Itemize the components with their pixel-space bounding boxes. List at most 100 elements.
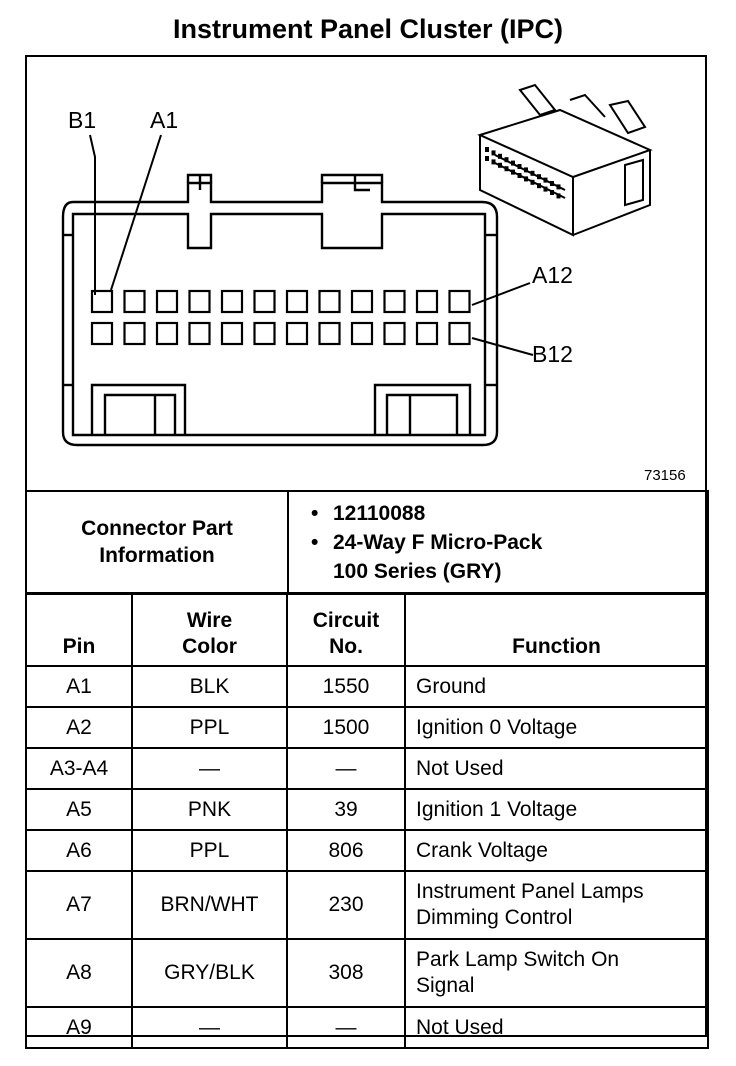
- table-row: A2 PPL 1500 Ignition 0 Voltage: [25, 706, 709, 749]
- pin-cavity: [220, 321, 244, 346]
- pin-cell: A1: [25, 665, 133, 708]
- iso-pin: [550, 190, 554, 195]
- header-circuit-line2: No.: [329, 635, 363, 658]
- pin-cavity: [383, 321, 406, 346]
- pin-cavity: [253, 321, 276, 346]
- bullet-icon: •: [311, 501, 319, 525]
- iso-pin: [498, 153, 502, 159]
- header-circuit-no: Circuit No.: [286, 593, 406, 667]
- wire-color-cell: GRY/BLK: [131, 938, 288, 1008]
- pin-cavity: [123, 321, 146, 346]
- pin-cavity: [318, 289, 341, 314]
- connector-description-line1: 24-Way F Micro-Pack: [333, 530, 543, 554]
- function-line2: Signal: [416, 974, 475, 997]
- header-wire-color: Wire Color: [131, 593, 288, 667]
- function-line2: Dimming Control: [416, 906, 573, 929]
- pin-cavity: [90, 321, 114, 346]
- function-cell: Park Lamp Switch On Signal: [404, 938, 709, 1008]
- iso-pin: [550, 181, 554, 186]
- connector-info-label: Connector Part Information: [25, 490, 289, 594]
- label-a12: A12: [532, 262, 573, 288]
- function-cell: Crank Voltage: [404, 829, 709, 872]
- table-row: A1 BLK 1550 Ground: [25, 665, 709, 708]
- table-row: A3-A4 — — Not Used: [25, 747, 709, 790]
- function-cell: Instrument Panel Lamps Dimming Control: [404, 870, 709, 940]
- iso-pin: [511, 169, 515, 175]
- iso-pin: [498, 162, 502, 168]
- pin-cavity: [188, 321, 211, 346]
- function-line1: Not Used: [416, 756, 504, 780]
- table-row: A6 PPL 806 Crank Voltage: [25, 829, 709, 872]
- circuit-cell: 39: [286, 788, 406, 831]
- table-row: A7 BRN/WHT 230 Instrument Panel Lamps Di…: [25, 870, 709, 940]
- label-b12: B12: [532, 341, 573, 367]
- function-cell: Not Used: [404, 1006, 709, 1049]
- iso-pin: [543, 177, 548, 183]
- wire-color-cell: BRN/WHT: [131, 870, 288, 940]
- pin-cavity: [123, 289, 146, 314]
- connector-info-details: • 12110088 • 24-Way F Micro-Pack 100 Ser…: [287, 490, 709, 594]
- function-line1: Ground: [416, 674, 487, 698]
- circuit-cell: 806: [286, 829, 406, 872]
- circuit-cell: 308: [286, 938, 406, 1008]
- header-circuit-line1: Circuit: [312, 609, 380, 632]
- function-cell: Not Used: [404, 747, 709, 790]
- connector-diagram: B1 A1 A12 B12: [25, 55, 707, 491]
- iso-pin: [537, 174, 541, 180]
- pin-cavity: [318, 321, 341, 346]
- figure-number: 73156: [644, 467, 686, 484]
- iso-pin-grid: [485, 147, 561, 199]
- pin-cavity: [448, 321, 471, 346]
- iso-pin: [537, 183, 541, 189]
- pinout-table: Pin Wire Color Circuit No. Function A1 B…: [25, 593, 709, 1049]
- pin-cavity: [285, 289, 309, 314]
- function-line1: Instrument Panel Lamps: [416, 880, 644, 903]
- connector-description-line2: 100 Series (GRY): [333, 559, 502, 583]
- connector-info-label-line1: Connector Part: [81, 517, 233, 540]
- circuit-cell: —: [286, 1006, 406, 1049]
- cavity-row-a: [90, 289, 471, 314]
- table-row: A9 — — Not Used: [25, 1006, 709, 1049]
- connector-info-table: Connector Part Information • 12110088 • …: [25, 490, 709, 594]
- iso-pin: [524, 167, 528, 173]
- bullet-icon: •: [311, 530, 319, 554]
- wire-color-cell: BLK: [131, 665, 288, 708]
- pin-cavity: [220, 289, 244, 314]
- pin-cell: A6: [25, 829, 133, 872]
- iso-pin: [556, 184, 561, 190]
- function-cell: Ignition 1 Voltage: [404, 788, 709, 831]
- function-line1: Not Used: [416, 1015, 504, 1039]
- header-pin: Pin: [25, 593, 133, 667]
- page-title: Instrument Panel Cluster (IPC): [172, 14, 564, 44]
- connector-info-label-line2: Information: [99, 544, 215, 567]
- circuit-cell: —: [286, 747, 406, 790]
- pin-cavity: [188, 289, 211, 314]
- pin-cavity: [415, 321, 439, 346]
- function-line1: Ignition 0 Voltage: [416, 715, 578, 739]
- iso-pin: [556, 193, 561, 199]
- iso-pin: [530, 170, 535, 176]
- iso-pin: [485, 156, 489, 161]
- pin-cell: A9: [25, 1006, 133, 1049]
- iso-pin: [511, 160, 515, 166]
- connector-face-drawing: [61, 83, 653, 447]
- pin-cavity: [90, 289, 114, 314]
- iso-pin: [504, 157, 509, 163]
- function-line1: Ignition 1 Voltage: [416, 797, 578, 821]
- iso-pin: [517, 173, 522, 178]
- part-number: 12110088: [333, 501, 426, 525]
- pin-cell: A3-A4: [25, 747, 133, 790]
- pin-cell: A7: [25, 870, 133, 940]
- cavity-row-b: [90, 321, 471, 346]
- pin-cavity: [253, 289, 276, 314]
- pin-cavity: [155, 321, 179, 346]
- iso-pin: [491, 159, 496, 165]
- table-row: A8 GRY/BLK 308 Park Lamp Switch On Signa…: [25, 938, 709, 1008]
- pin-cavity: [285, 321, 309, 346]
- wire-color-cell: —: [131, 1006, 288, 1049]
- header-wire-line1: Wire: [186, 609, 233, 632]
- header-function: Function: [404, 593, 709, 667]
- iso-pin: [543, 186, 548, 192]
- wire-color-cell: —: [131, 747, 288, 790]
- header-wire-line2: Color: [182, 635, 237, 658]
